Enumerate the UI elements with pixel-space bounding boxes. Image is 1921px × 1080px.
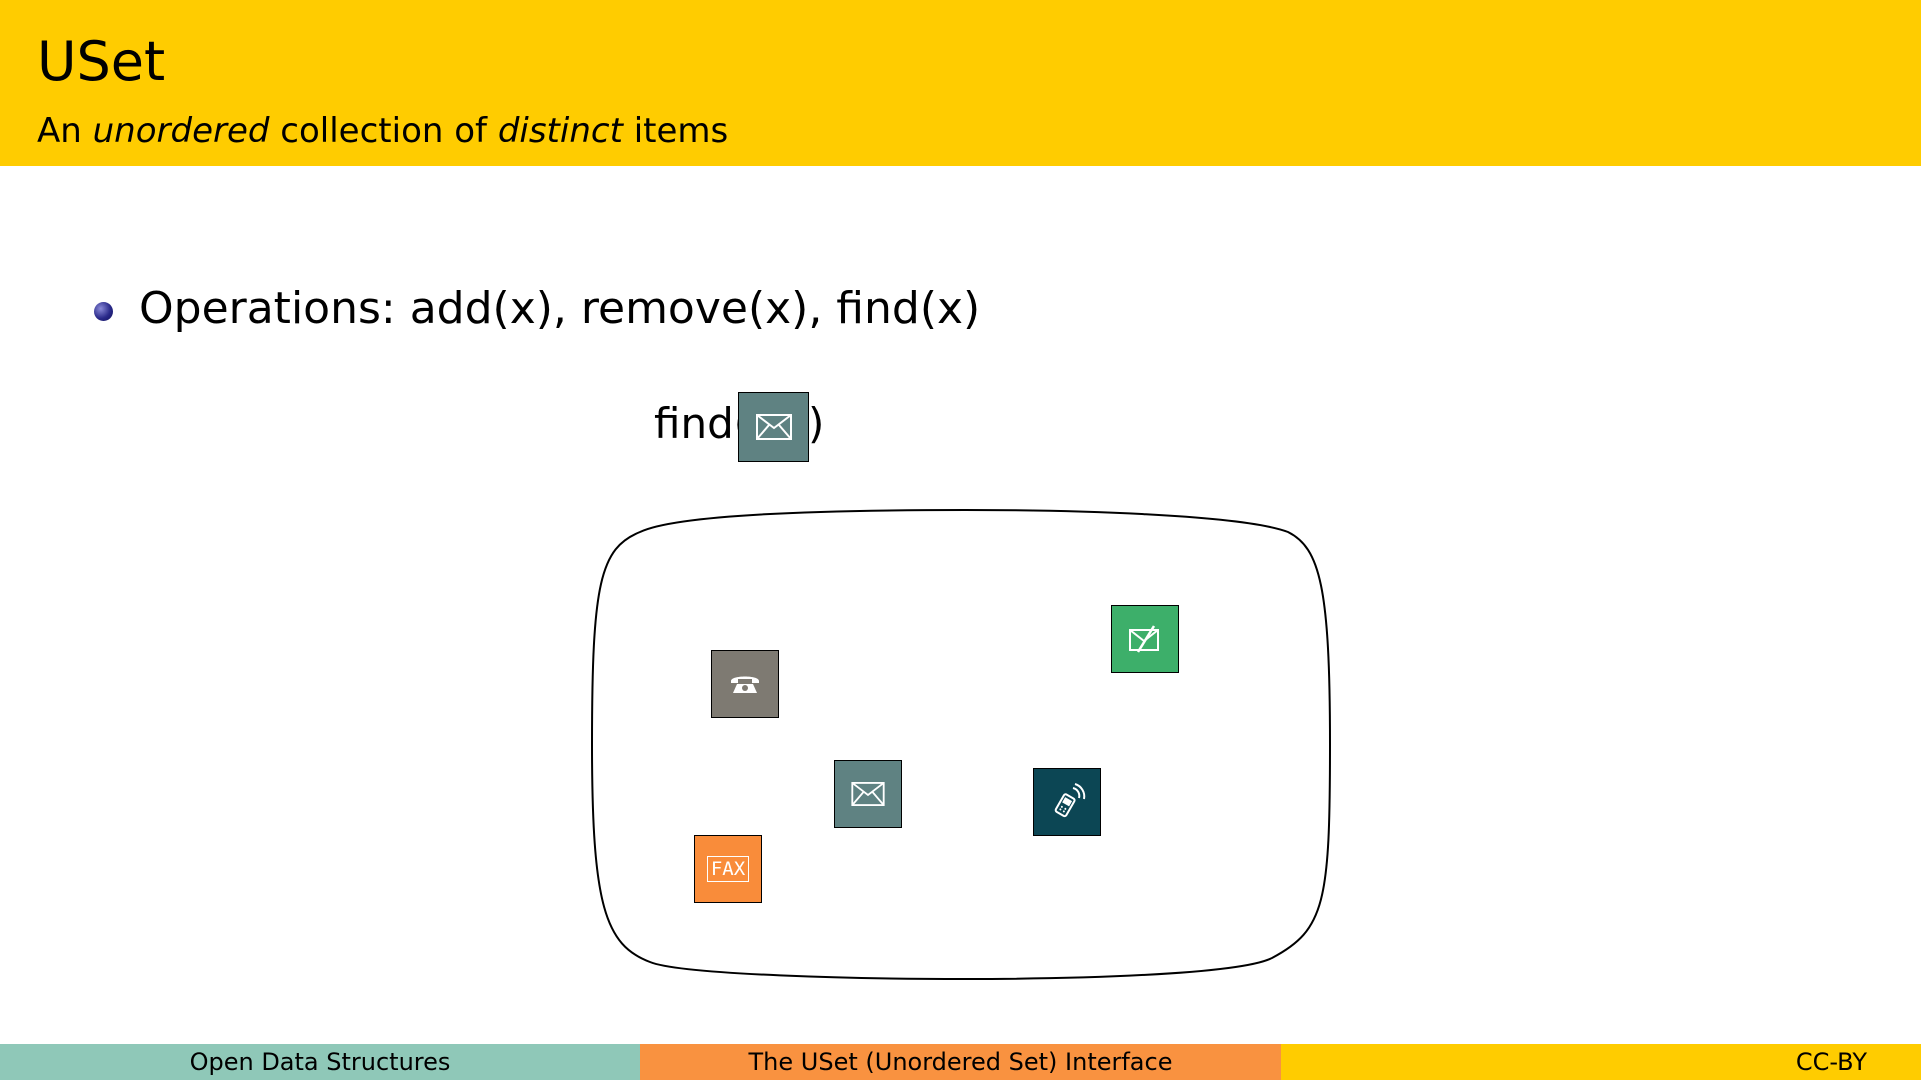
set-item-fax: FAX [694, 835, 762, 903]
subtitle-emphasis-unordered: unordered [92, 111, 270, 151]
footer-left: Open Data Structures [0, 1044, 640, 1080]
footer-right: CC-BY [1281, 1044, 1921, 1080]
find-call-prefix: find( [654, 399, 751, 448]
no-mail-icon [1129, 625, 1159, 653]
subtitle-text-2: collection of [269, 111, 498, 151]
footer-bar: Open Data Structures The USet (Unordered… [0, 1044, 1921, 1080]
fax-icon: FAX [706, 856, 750, 882]
subtitle-text-1: An [37, 111, 93, 151]
slide-subtitle: An unordered collection of distinct item… [37, 110, 728, 152]
bullet-text: Operations: add(x), remove(x), find(x) [139, 283, 981, 334]
set-item-mobile-phone [1033, 768, 1101, 836]
envelope-icon [851, 782, 885, 806]
subtitle-emphasis-distinct: distinct [497, 111, 623, 151]
header-bar: USet An unordered collection of distinct… [0, 0, 1921, 166]
telephone-icon [731, 676, 759, 693]
mobile-phone-icon [1054, 783, 1086, 818]
bullet-item-operations: Operations: add(x), remove(x), find(x) [94, 282, 980, 336]
set-item-envelope [834, 760, 902, 828]
set-item-telephone [711, 650, 779, 718]
footer-center: The USet (Unordered Set) Interface [640, 1044, 1281, 1080]
bullet-dot-icon [94, 301, 113, 321]
find-call-suffix: ) [808, 399, 825, 448]
subtitle-text-3: items [622, 111, 729, 151]
set-item-no-mail [1111, 605, 1179, 673]
slide-title: USet [37, 30, 166, 93]
query-item-envelope-icon [738, 392, 809, 462]
fax-icon-text: FAX [710, 858, 746, 880]
envelope-icon [755, 414, 792, 440]
